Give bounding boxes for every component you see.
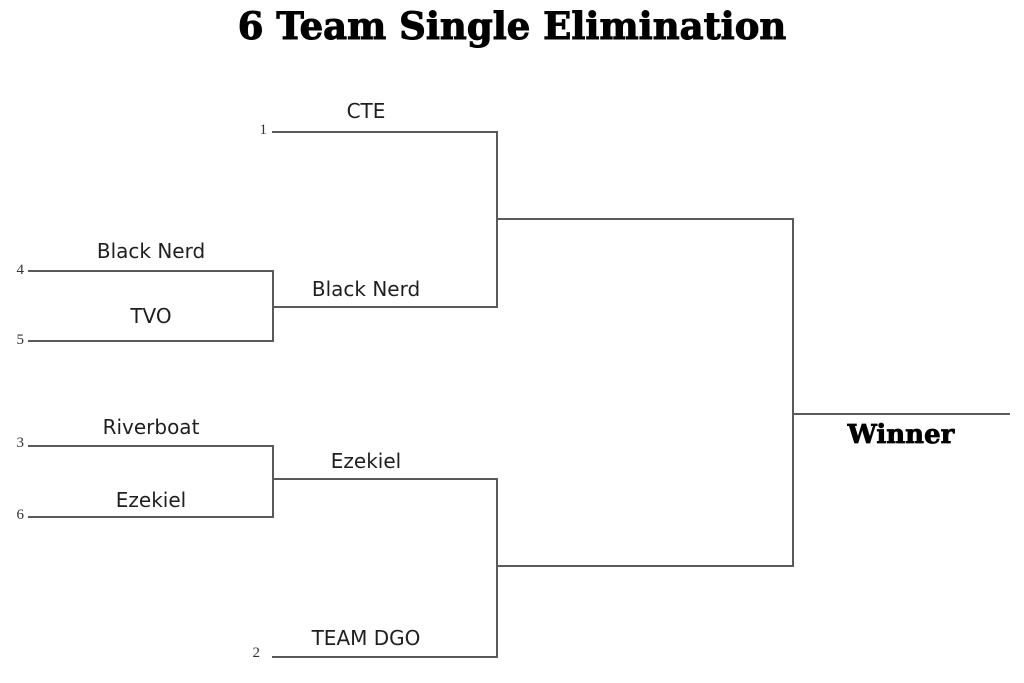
- bracket-connector-r1-bottom: [272, 445, 274, 518]
- bracket-connector-semi-bottom: [496, 478, 498, 658]
- seed-number-5: 5: [16, 332, 25, 348]
- bracket-line-seed5: [28, 340, 274, 342]
- bracket-line-r2-bottom-winner: [272, 478, 498, 480]
- team-label-ezekiel-r1: Ezekiel: [115, 488, 187, 512]
- bracket-line-seed1: [272, 131, 498, 133]
- bracket-line-semi-top-out: [496, 218, 794, 220]
- team-label-team-dgo: TEAM DGO: [311, 626, 421, 650]
- bracket-line-r2-top-winner: [272, 306, 498, 308]
- team-label-black-nerd-r1: Black Nerd: [96, 239, 206, 263]
- seed-number-3: 3: [16, 435, 25, 451]
- bracket-line-winner: [792, 413, 1010, 415]
- seed-number-2: 2: [252, 645, 261, 661]
- bracket-line-semi-bottom-out: [496, 565, 794, 567]
- bracket-line-seed3: [28, 445, 274, 447]
- winner-label: Winner: [847, 420, 955, 451]
- team-label-tvo: TVO: [130, 304, 172, 328]
- team-label-ezekiel-r2: Ezekiel: [330, 449, 402, 473]
- bracket-line-seed4: [28, 270, 274, 272]
- seed-number-6: 6: [16, 507, 25, 523]
- bracket-line-seed6: [28, 516, 274, 518]
- team-label-cte: CTE: [346, 99, 386, 123]
- bracket-line-seed2: [272, 656, 498, 658]
- seed-number-4: 4: [16, 262, 25, 278]
- page-title: 6 Team Single Elimination: [237, 4, 787, 49]
- bracket-connector-final: [792, 218, 794, 567]
- team-label-riverboat: Riverboat: [102, 415, 200, 439]
- seed-number-1: 1: [259, 122, 268, 138]
- team-label-black-nerd-r2: Black Nerd: [311, 277, 421, 301]
